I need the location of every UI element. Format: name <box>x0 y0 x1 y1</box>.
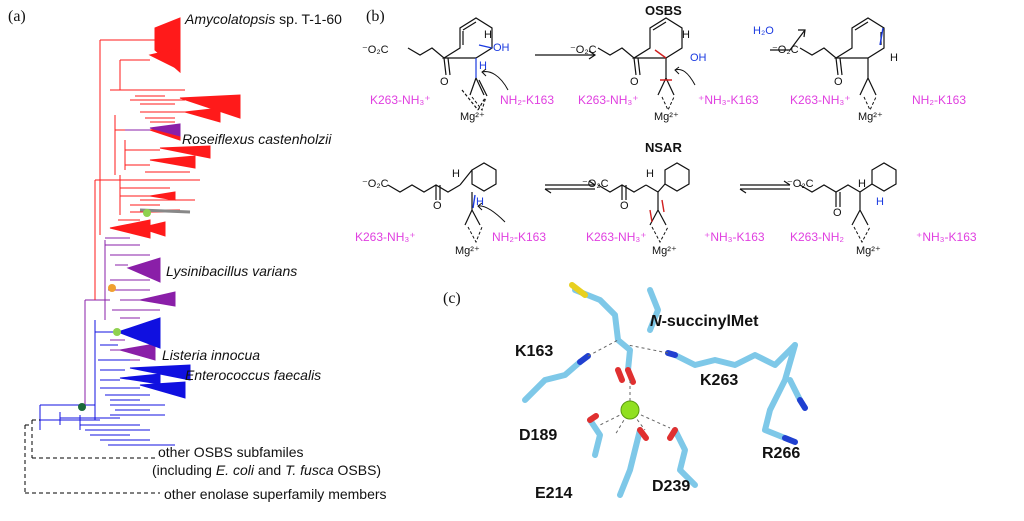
residue-e214-label: E214 <box>535 485 573 502</box>
nh-label: H <box>452 168 460 180</box>
carboxylate-label: ⁻O₂C <box>362 178 389 190</box>
k263-label: K263-NH₃⁺ <box>586 230 647 244</box>
osbs-title: OSBS <box>645 3 682 18</box>
residue-r266-label: R266 <box>762 445 801 462</box>
h-label: H <box>682 29 690 41</box>
mg-ion <box>620 400 640 420</box>
hydroxyl-label: OH <box>493 42 510 54</box>
ligand-stick <box>572 287 633 373</box>
k263-label: K263-NH₃⁺ <box>790 93 851 107</box>
k163-label: NH₂-K163 <box>500 93 555 107</box>
tree-outgroup-dashed <box>24 419 160 494</box>
tree-node-marker <box>78 403 86 411</box>
tree-node-marker <box>113 328 121 336</box>
ketone-o-label: O <box>630 76 639 88</box>
tree-label-enterococcus: Enterococcus faecalis <box>185 367 322 383</box>
tree-clade-triangle <box>119 373 161 385</box>
tree-clade-triangle <box>149 123 181 137</box>
mg-label: Mg²⁺ <box>455 245 480 257</box>
chain-bonds <box>407 47 445 59</box>
residue-d189-label: D189 <box>519 427 558 444</box>
red-bonds <box>654 49 672 81</box>
mg-label: Mg²⁺ <box>654 111 679 123</box>
nitrogen-atoms <box>577 350 808 445</box>
mg-label: Mg²⁺ <box>652 245 677 257</box>
hbond-lines <box>587 339 671 436</box>
k163-label: ⁺NH₃-K163 <box>698 93 759 107</box>
tree-clade-triangle <box>116 317 161 349</box>
tree-clade-triangle <box>184 107 221 123</box>
tree-label-roseiflexus: Roseiflexus castenholzii <box>182 131 332 147</box>
active-site-structure <box>522 282 808 498</box>
sulfur-atom <box>569 282 588 298</box>
tree-clade-triangle <box>149 191 176 201</box>
mg-label: Mg²⁺ <box>460 111 485 123</box>
h-label: H <box>876 196 884 208</box>
carboxylate-label: ⁻O₂C <box>582 178 609 190</box>
tree-clade-triangle <box>126 257 161 283</box>
k163-label: NH₂-K163 <box>912 93 967 107</box>
residue-k163-label: K163 <box>515 343 554 360</box>
k163-label: ⁺NH₃-K163 <box>916 230 977 244</box>
ring-bonds <box>441 17 493 59</box>
k263-label: K263-NH₃⁺ <box>578 93 639 107</box>
ligand-label: N-succinylMet <box>650 313 759 330</box>
carboxylate-label: ⁻O₂C <box>772 44 799 56</box>
carboxylate-label: ⁻O₂C <box>362 44 389 56</box>
k163-label: NH₂-K163 <box>492 230 547 244</box>
tree-label-amycolatopsis: Amycolatopsis sp. T-1-60 <box>185 11 342 27</box>
h-label: H <box>484 29 492 41</box>
h-label: H <box>479 60 487 72</box>
panel-a-label: (a) <box>8 8 26 25</box>
tree-red-branches <box>99 39 200 235</box>
nh-label: H <box>646 168 654 180</box>
amide-o-label: O <box>433 200 442 212</box>
oxygen-atoms <box>587 367 678 441</box>
carboxylate-label: ⁻O₂C <box>787 178 814 190</box>
tree-clade-triangle <box>119 343 156 361</box>
tree-clade-triangle <box>139 381 186 399</box>
h-label: H <box>890 52 898 64</box>
tree-clade-triangle <box>148 47 181 71</box>
amide-o-label: O <box>833 207 842 219</box>
tree-clade-triangle <box>138 221 166 237</box>
water-label: H₂O <box>753 25 774 37</box>
tree-node-marker <box>143 209 151 217</box>
tree-clade-triangle <box>159 145 211 159</box>
tree-purple-branches <box>104 129 160 361</box>
carboxylate-label: ⁻O₂C <box>570 44 597 56</box>
panel-b-label: (b) <box>366 8 385 25</box>
tree-label-listeria: Listeria innocua <box>162 347 261 363</box>
tree-label-other-osbs: other OSBS subfamiles <box>158 444 304 460</box>
mg-label: Mg²⁺ <box>856 245 881 257</box>
k263-label: K263-NH₂ <box>790 230 845 244</box>
tree-clade-triangle <box>139 291 176 307</box>
residue-d239-label: D239 <box>652 478 691 495</box>
k263-label: K263-NH₃⁺ <box>370 93 431 107</box>
tree-clade-triangle <box>149 155 196 169</box>
ketone-o-label: O <box>834 76 843 88</box>
reaction-scheme <box>387 17 897 244</box>
tree-node-marker <box>108 284 116 292</box>
tree-label-other-enolase: other enolase superfamily members <box>164 486 387 502</box>
tree-label-lysinibacillus: Lysinibacillus varians <box>166 263 298 279</box>
ketone-o-label: O <box>440 76 449 88</box>
k163-label: ⁺NH₃-K163 <box>704 230 765 244</box>
phylogenetic-tree <box>24 17 241 494</box>
nsar-title: NSAR <box>645 140 682 155</box>
nh-label: H <box>858 178 866 190</box>
h-label: H <box>476 196 484 208</box>
panel-c-label: (c) <box>443 290 461 307</box>
tree-clade-triangle <box>109 219 151 239</box>
mg-label: Mg²⁺ <box>858 111 883 123</box>
curved-arrow <box>481 71 509 91</box>
tree-blue-branches <box>39 320 175 446</box>
tree-label-other-osbs-detail: (including E. coli and T. fusca OSBS) <box>152 462 382 478</box>
k263-label: K263-NH₃⁺ <box>355 230 416 244</box>
hydroxyl-label: OH <box>690 52 707 64</box>
amide-o-label: O <box>620 200 629 212</box>
tree-clade-triangle <box>179 94 241 119</box>
residue-k263-label: K263 <box>700 372 739 389</box>
